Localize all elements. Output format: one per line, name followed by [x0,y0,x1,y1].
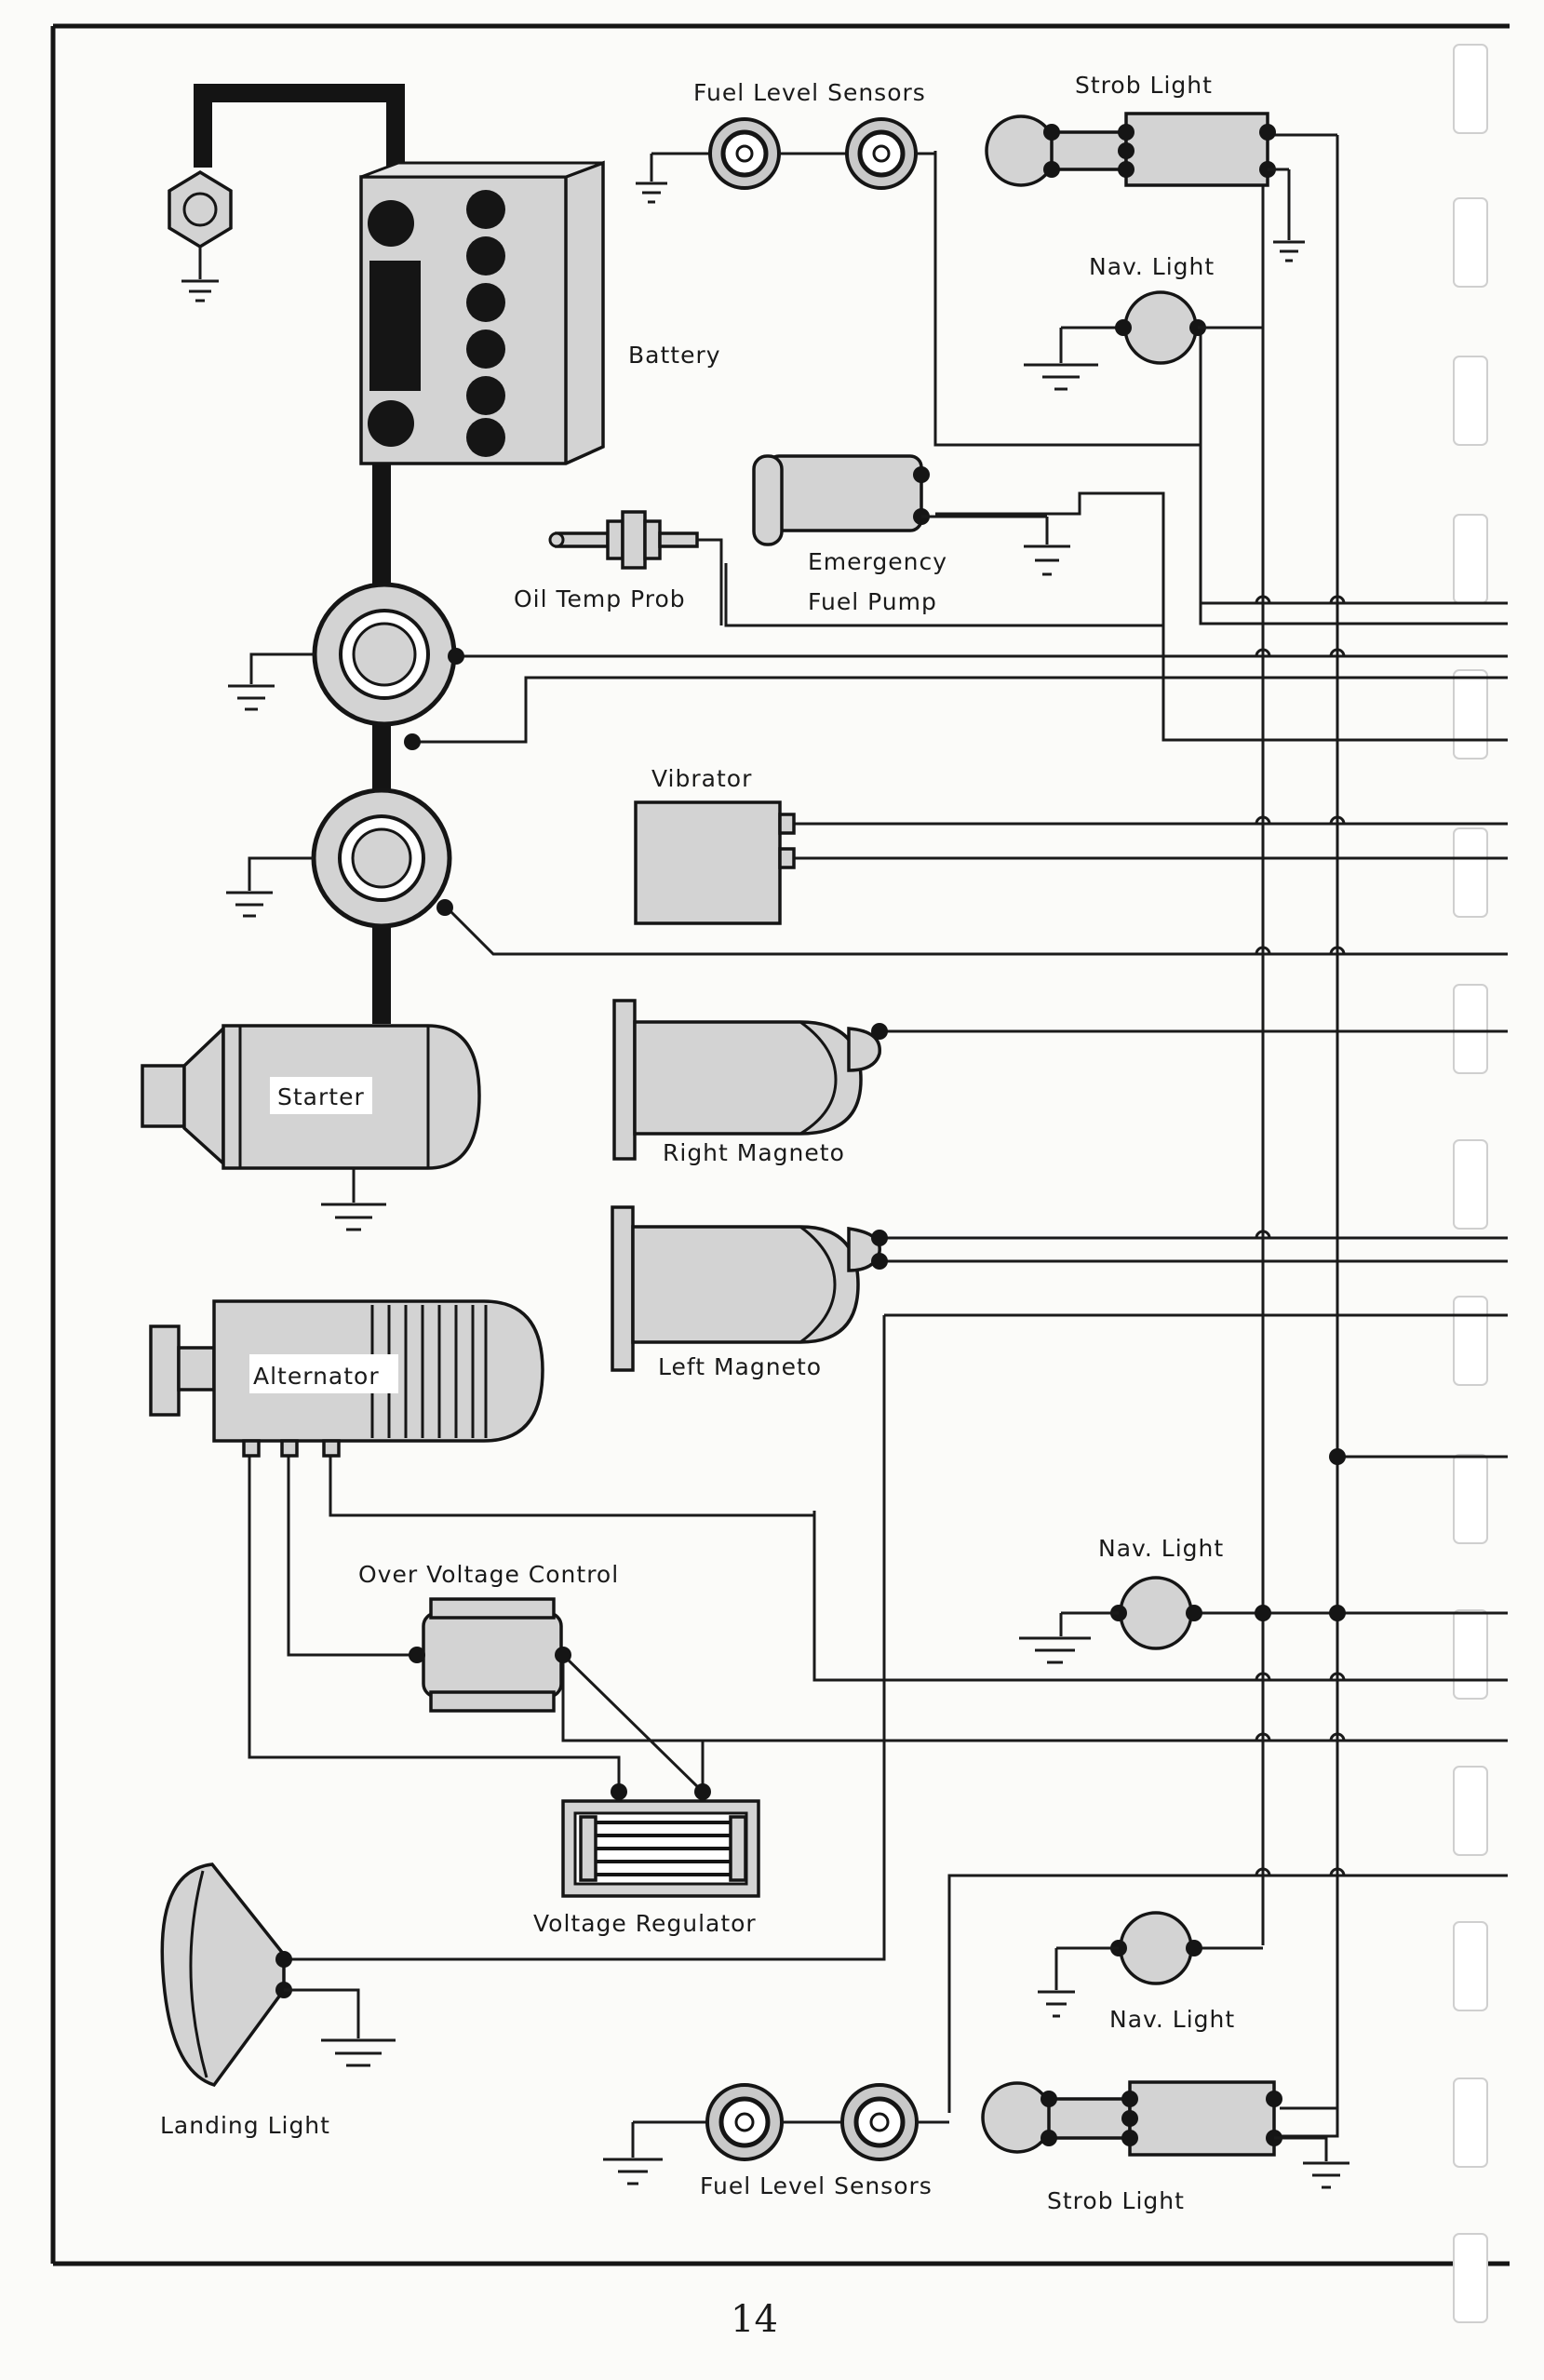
strob-light-top-label: Strob Light [1075,72,1213,99]
nav-light-top-label: Nav. Light [1089,253,1215,280]
nav-light-bottom-label: Nav. Light [1109,2006,1235,2033]
nav-light-mid [1019,1576,1202,1664]
left-magneto [611,1205,888,1372]
over-voltage-control-label: Over Voltage Control [358,1561,619,1588]
starter [141,1024,481,1231]
fuel-level-sensors-top-label: Fuel Level Sensors [693,79,926,106]
over-voltage-control [409,1597,571,1713]
alternator [149,1299,544,1458]
oil-temp-prob-label: Oil Temp Prob [514,585,686,612]
strob-light-bottom-label: Strob Light [1047,2187,1185,2214]
starter-solenoid [226,787,453,929]
vibrator [634,800,796,925]
wires [248,133,1508,2138]
battery [359,160,605,465]
fuel-level-sensors-bottom [603,2083,949,2185]
vibrator-label: Vibrator [651,765,752,792]
voltage-regulator-label: Voltage Regulator [533,1910,757,1937]
nav-light-mid-label: Nav. Light [1098,1535,1224,1562]
alternator-label: Alternator [253,1363,380,1390]
index-tabs [1453,44,1488,2323]
oil-temp-probe [548,510,723,625]
wire-junctions [1255,1448,1346,1621]
landing-light [160,1862,396,2088]
page-number: 14 [731,2298,778,2341]
wire-crossings [1255,595,1346,1876]
starter-label: Starter [277,1083,365,1110]
hex-sender [168,169,233,303]
emergency-fuel-pump-label-2: Fuel Pump [808,588,937,615]
right-magneto-label: Right Magneto [663,1139,845,1166]
voltage-regulator [561,1783,760,1898]
strob-light-bottom [981,2080,1349,2189]
landing-light-label: Landing Light [160,2112,330,2139]
nav-light-bottom [1038,1911,1202,2018]
fuel-level-sensors-bottom-label: Fuel Level Sensors [700,2172,933,2199]
strob-light-top [985,112,1305,262]
right-magneto [612,999,888,1161]
left-magneto-label: Left Magneto [658,1353,822,1380]
nav-light-top [1024,290,1263,391]
battery-label: Battery [628,342,721,369]
emergency-fuel-pump [752,454,1070,576]
diagram-border [50,23,1510,2266]
emergency-fuel-pump-label-1: Emergency [808,548,947,575]
master-solenoid [228,582,464,750]
fuel-level-sensors-top [636,117,935,204]
